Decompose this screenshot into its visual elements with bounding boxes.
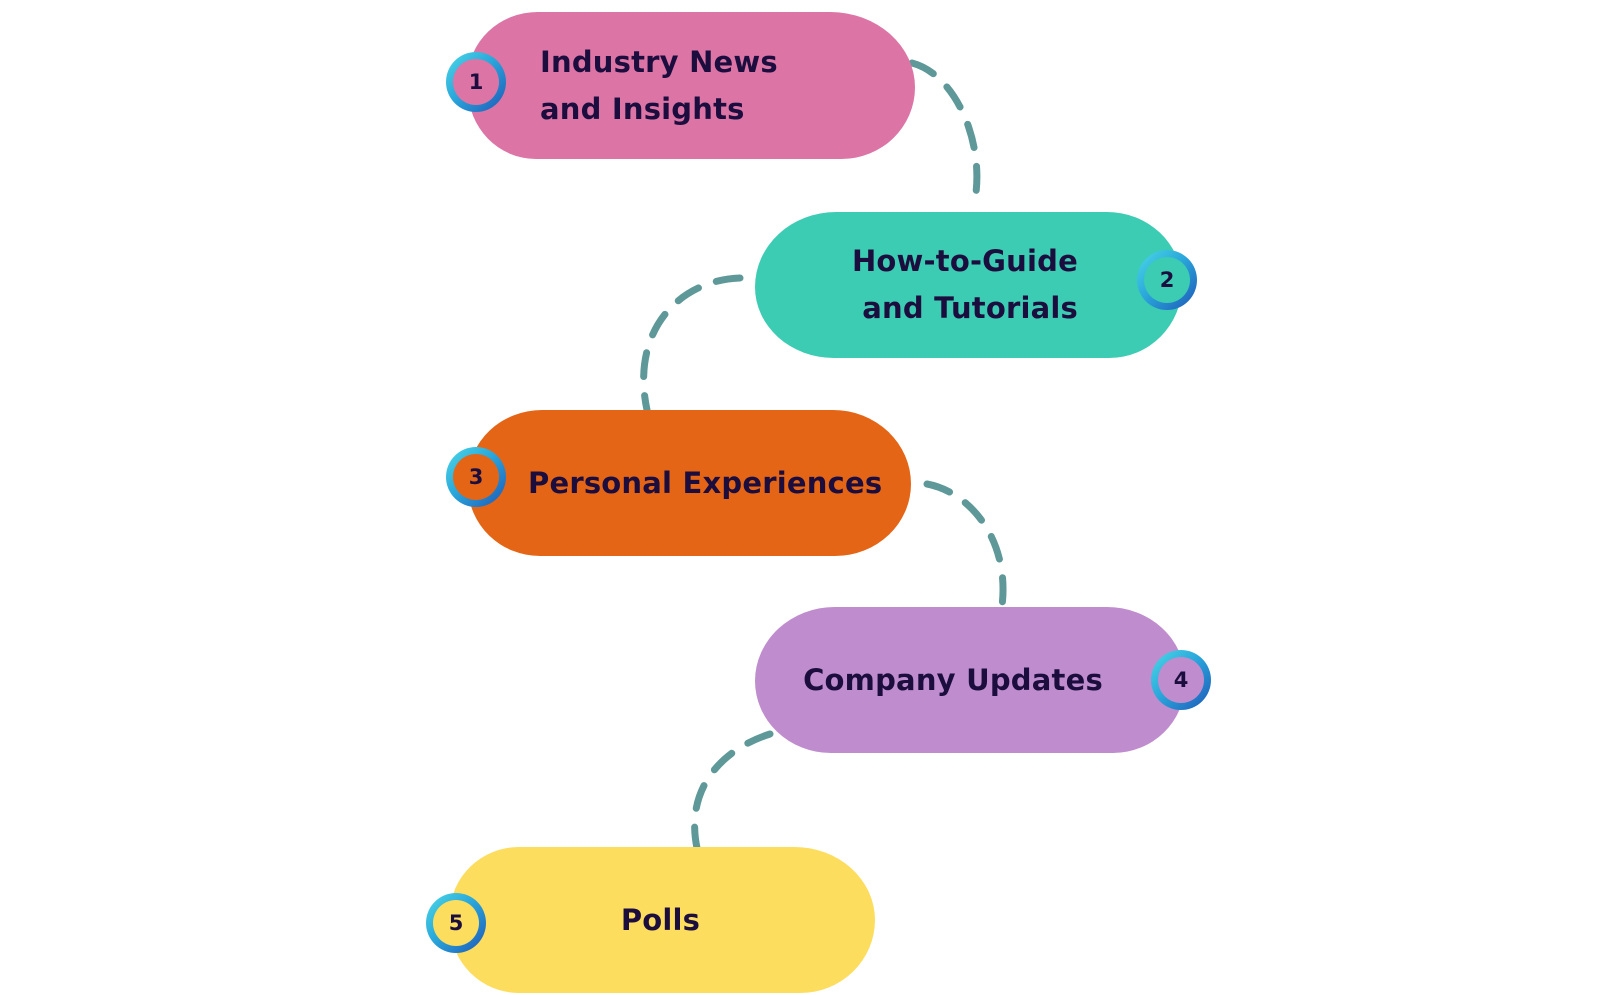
step-1-label: Industry News and Insights xyxy=(540,39,778,133)
step-3-number: 3 xyxy=(453,454,499,500)
step-1-label-line-1: Industry News xyxy=(540,44,778,79)
step-4-badge: 4 xyxy=(1151,650,1211,710)
step-1-pill: Industry News and Insights xyxy=(468,12,915,159)
step-5-pill: Polls xyxy=(450,847,875,993)
step-1-number: 1 xyxy=(453,59,499,105)
step-2-pill: How-to-Guide and Tutorials xyxy=(755,212,1182,358)
step-3-pill: Personal Experiences xyxy=(468,410,911,556)
step-3-label-line-1: Personal Experiences xyxy=(528,465,883,500)
step-4-label: Company Updates xyxy=(803,657,1103,704)
connector-1-2 xyxy=(908,59,981,213)
step-1-badge: 1 xyxy=(446,52,506,112)
connector-2-3 xyxy=(640,274,744,414)
step-2-label-line-2: and Tutorials xyxy=(862,291,1078,325)
connector-3-4 xyxy=(923,480,1007,610)
step-1-label-line-2: and Insights xyxy=(540,91,745,126)
step-3-badge: 3 xyxy=(446,447,506,507)
step-5-badge: 5 xyxy=(426,893,486,953)
step-5-label-line-1: Polls xyxy=(620,902,701,937)
step-4-number: 4 xyxy=(1158,657,1204,703)
step-2-label: How-to-Guide and Tutorials xyxy=(852,238,1078,332)
step-2-label-line-1: How-to-Guide xyxy=(851,244,1078,278)
step-5-number: 5 xyxy=(433,900,479,946)
connector-4-5 xyxy=(691,730,774,852)
step-2-badge: 2 xyxy=(1137,250,1197,310)
step-5-label: Polls xyxy=(621,897,700,944)
step-3-label: Personal Experiences xyxy=(528,460,882,507)
step-4-label-line-1: Company Updates xyxy=(803,662,1103,697)
step-2-number: 2 xyxy=(1144,257,1190,303)
step-4-pill: Company Updates xyxy=(755,607,1185,753)
